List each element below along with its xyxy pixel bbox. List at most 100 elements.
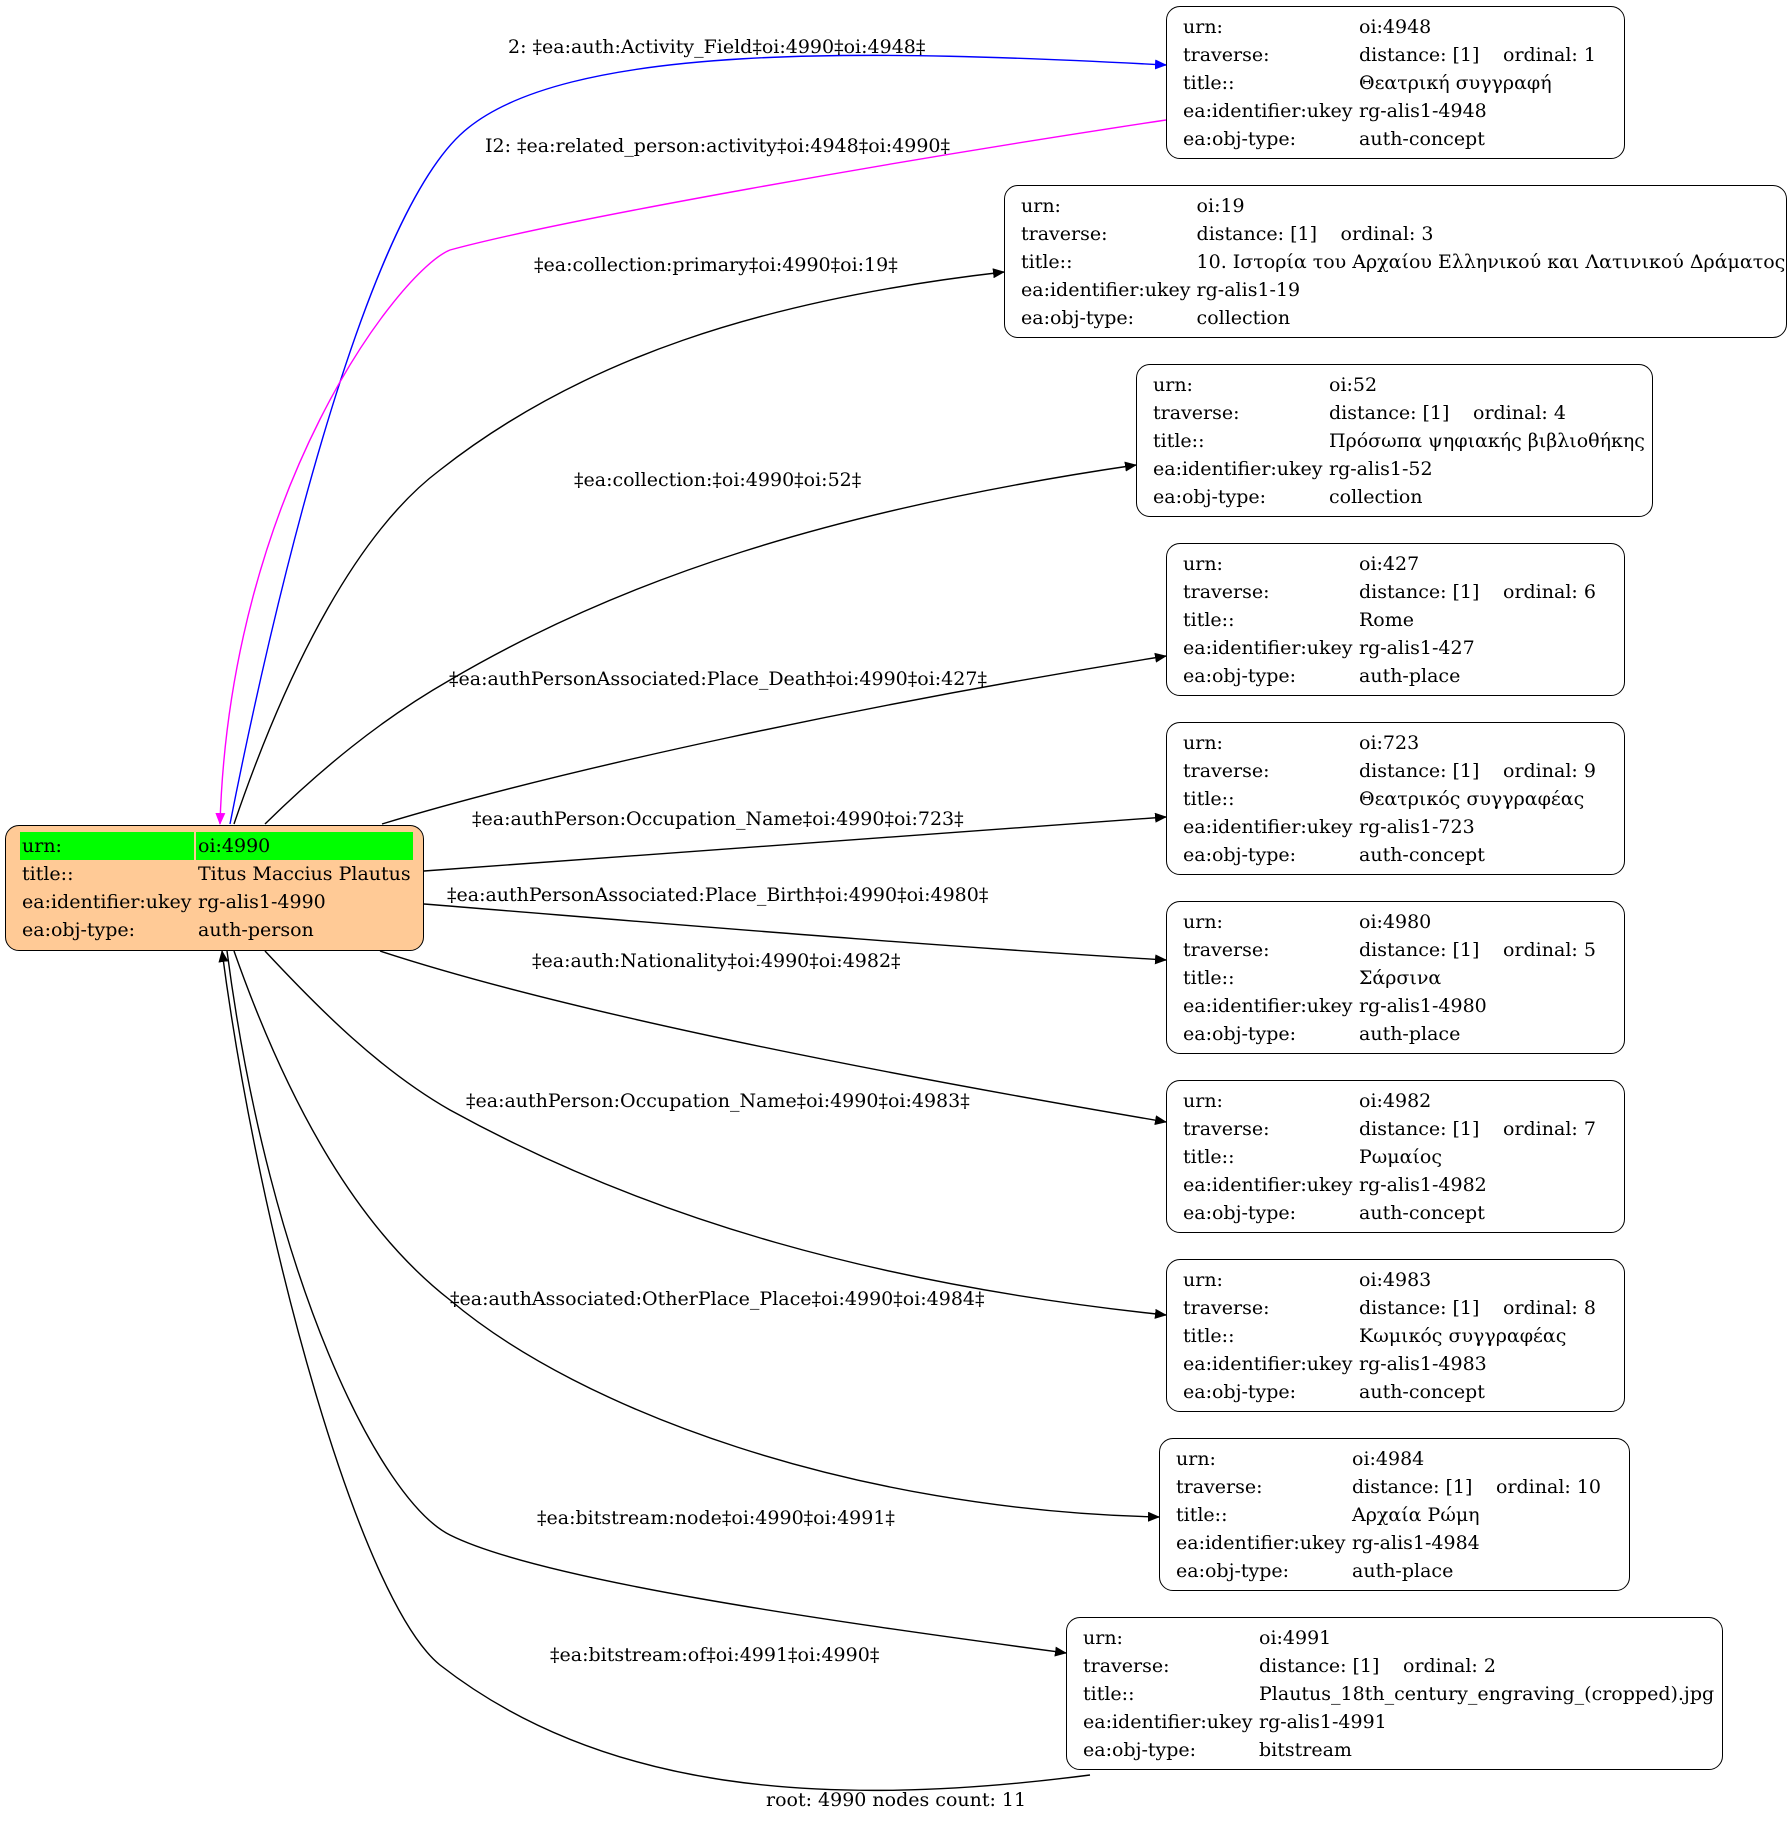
node-traverse-key: traverse: [1183,1297,1270,1319]
node-row-type: ea:obj-type:auth-concept [1181,125,1598,153]
node-ukey-key: ea:identifier:ukey [1183,816,1353,838]
node-distance-value: distance: [1] [1359,44,1480,66]
node-urn-value: oi:4983 [1359,1269,1432,1291]
node-ukey-value: rg-alis1-4983 [1359,1353,1487,1375]
node-title-value: Θεατρικός συγγραφέας [1359,788,1585,810]
node-type-key: ea:obj-type: [1183,665,1297,687]
node-row-type: ea:obj-type: auth-place [1174,1557,1603,1585]
node-title-key: title:: [1176,1504,1228,1526]
node-type-value: collection [1329,486,1423,508]
node-type-value: auth-concept [1359,1381,1485,1403]
node-row-type: ea:obj-type:bitstream [1081,1736,1716,1764]
edge-label-nationality: ‡ea:auth:Nationality‡oi:4990‡oi:4982‡ [532,950,901,972]
node-ukey-key: ea:identifier:ukey [1176,1532,1346,1554]
node-row-title: title::Σάρσινα [1181,964,1598,992]
edge-bitstream-of [218,950,1091,1792]
edge-label-occupation-723: ‡ea:authPerson:Occupation_Name‡oi:4990‡o… [472,808,964,830]
edge-label-bitstream-of: ‡ea:bitstream:of‡oi:4991‡oi:4990‡ [550,1644,880,1666]
node-ukey-key: ea:identifier:ukey [1183,100,1353,122]
root-ukey-value: rg-alis1-4990 [198,891,326,913]
node-type-key: ea:obj-type: [1183,128,1297,150]
node-ordinal-value: ordinal: 6 [1503,581,1596,603]
node-ukey-key: ea:identifier:ukey [1183,1353,1353,1375]
node-ordinal-value: ordinal: 5 [1503,939,1596,961]
node-row-ukey: ea:identifier:ukey rg-alis1-723 [1181,813,1598,841]
node-traverse-key: traverse: [1183,581,1270,603]
node-ukey-value: rg-alis1-4991 [1259,1711,1387,1733]
node-row-urn: urn:oi:52 [1151,371,1647,399]
node-row-title: title::Θεατρικός συγγραφέας [1181,785,1598,813]
node-type-key: ea:obj-type: [1183,1023,1297,1045]
node-distance-value: distance: [1] [1359,939,1480,961]
node-urn-key: urn: [1183,553,1223,575]
edge-nationality [379,950,1167,1126]
node-type-value: auth-place [1359,665,1461,687]
node-urn-key: urn: [1153,374,1193,396]
node-row-type: ea:obj-type:auth-concept [1181,1199,1598,1227]
node-ukey-value: rg-alis1-723 [1359,816,1475,838]
node-root-4990[interactable]: urn: oi:4990 title::Titus Maccius Plautu… [5,825,424,951]
edge-label-activity-field: 2: ‡ea:auth:Activity_Field‡oi:4990‡oi:49… [508,36,926,58]
edge-label-occupation-4983: ‡ea:authPerson:Occupation_Name‡oi:4990‡o… [466,1090,970,1112]
node-ukey-key: ea:identifier:ukey [1153,458,1323,480]
node-type-key: ea:obj-type: [1183,844,1297,866]
node-row-title: title::Plautus_18th_century_engraving_(c… [1081,1680,1716,1708]
node-row-traverse: traverse:distance: [1]ordinal: 6 [1181,578,1598,606]
node-row-title: title::Θεατρική συγγραφή [1181,69,1598,97]
edge-label-place-death: ‡ea:authPersonAssociated:Place_Death‡oi:… [449,668,987,690]
root-title-key: title:: [22,863,74,885]
node-traverse-key: traverse: [1176,1476,1263,1498]
root-type-value: auth-person [198,919,314,941]
node-distance-value: distance: [1] [1352,1476,1473,1498]
node-distance-value: distance: [1] [1359,1297,1480,1319]
node-row-ukey: ea:identifier:ukey rg-alis1-4991 [1081,1708,1716,1736]
node-type-key: ea:obj-type: [1183,1381,1297,1403]
root-type-key: ea:obj-type: [22,919,136,941]
node-row-type: ea:obj-type:auth-concept [1181,841,1598,869]
node-type-value: auth-place [1352,1560,1454,1582]
node-title-key: title:: [1183,1146,1235,1168]
node-ukey-key: ea:identifier:ukey [1083,1711,1253,1733]
node-ukey-key: ea:identifier:ukey [1183,1174,1353,1196]
node-row-urn: urn:oi:4983 [1181,1266,1598,1294]
node-row-title: title::10. Ιστορία του Αρχαίου Ελληνικού… [1019,248,1787,276]
node-type-value: auth-concept [1359,1202,1485,1224]
edge-label-collection-primary: ‡ea:collection:primary‡oi:4990‡oi:19‡ [534,254,898,276]
node-row-traverse: traverse:distance: [1]ordinal: 5 [1181,936,1598,964]
node-ordinal-value: ordinal: 4 [1473,402,1566,424]
node-row-traverse: traverse:distance: [1]ordinal: 4 [1151,399,1647,427]
node-row-urn: urn:oi:19 [1019,192,1787,220]
node-title-key: title:: [1183,967,1235,989]
node-urn-value: oi:4980 [1359,911,1432,933]
node-row-traverse: traverse:distance: [1]ordinal: 3 [1019,220,1787,248]
node-ukey-key: ea:identifier:ukey [1021,279,1191,301]
node-row-type: ea:obj-type:collection [1151,483,1647,511]
node-traverse-key: traverse: [1021,223,1108,245]
node-ordinal-value: ordinal: 7 [1503,1118,1596,1140]
edge-label-other-place: ‡ea:authAssociated:OtherPlace_Place‡oi:4… [450,1288,985,1310]
node-title-value: Αρχαία Ρώμη [1352,1504,1480,1526]
node-traverse-key: traverse: [1153,402,1240,424]
node-row-title: title::Κωμικός συγγραφέας [1181,1322,1598,1350]
root-title-value: Titus Maccius Plautus [198,863,411,885]
node-row-urn: urn:oi:4984 [1174,1445,1603,1473]
root-urn-value: oi:4990 [196,832,413,860]
node-type-key: ea:obj-type: [1176,1560,1290,1582]
edge-other-place [233,950,1160,1522]
